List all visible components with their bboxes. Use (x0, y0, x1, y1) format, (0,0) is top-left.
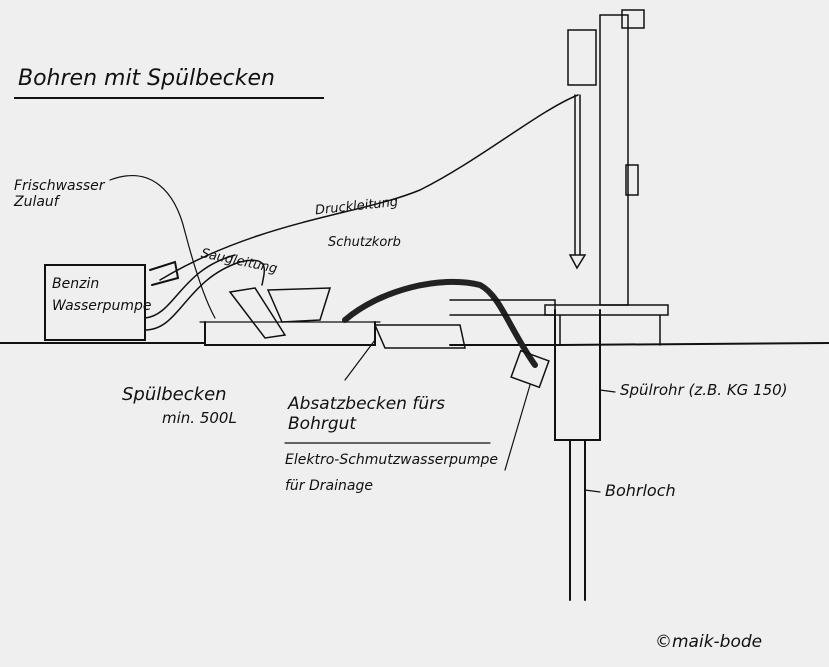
suction-line (144, 259, 266, 331)
label-line: Zulauf (14, 194, 59, 211)
label-line: Frischwasser (14, 178, 105, 194)
label-protective-basket: Schutzkorb (328, 235, 401, 250)
label-line: Bohrgut (288, 413, 357, 434)
leader-drain (504, 384, 531, 471)
rig-control (625, 164, 639, 196)
label-petrol-pump: Benzin Wasserpumpe (52, 276, 152, 314)
drill-rod (568, 94, 587, 270)
fresh-water-line-2 (184, 231, 216, 319)
pump-inlet (149, 260, 180, 286)
title-underline (14, 97, 324, 99)
rig-top-motor (621, 9, 645, 29)
leader-spuelrohr (599, 389, 616, 393)
return-hose (342, 278, 538, 368)
rig-mast (599, 14, 629, 306)
drill-motor (567, 29, 597, 86)
label-flush-pipe: Spülrohr (z.B. KG 150) (620, 381, 788, 399)
label-line: Elektro-Schmutzwasserpumpe (285, 452, 499, 468)
label-fresh-water: Frischwasser Zulauf (14, 178, 105, 210)
label-line: Absatzbecken fürs (288, 394, 445, 414)
label-line: Wasserpumpe (52, 298, 152, 315)
suction-hose (228, 287, 287, 339)
label-drainage-pump: Elektro-Schmutzwasserpumpe für Drainage (285, 452, 498, 494)
fresh-water-line (109, 175, 186, 233)
leader-bohrloch (584, 489, 601, 493)
label-line: Spülbecken (122, 384, 227, 405)
ground-line (0, 342, 829, 346)
rig-table (544, 304, 669, 346)
flush-basin (204, 321, 376, 346)
pressure-line (159, 94, 579, 281)
petrol-pump-box (44, 264, 146, 341)
label-flush-basin: Spülbecken min. 500L (122, 384, 237, 427)
diagram-title: Bohren mit Spülbecken (18, 66, 275, 91)
settling-basin (373, 324, 466, 349)
borehole (569, 439, 586, 601)
label-line: für Drainage (285, 478, 373, 495)
label-settling-basin: Absatzbecken fürs Bohrgut (288, 394, 445, 434)
drainage-pump (510, 349, 550, 389)
suction-line-2 (144, 254, 236, 319)
bore-channel (449, 299, 556, 316)
leader-absatz (344, 339, 376, 381)
protective-basket (266, 287, 332, 323)
copyright: ©maik-bode (655, 632, 763, 652)
label-line: Benzin (52, 276, 100, 292)
label-line: min. 500L (162, 408, 237, 427)
flush-pipe (554, 309, 601, 441)
label-borehole: Bohrloch (605, 481, 676, 500)
